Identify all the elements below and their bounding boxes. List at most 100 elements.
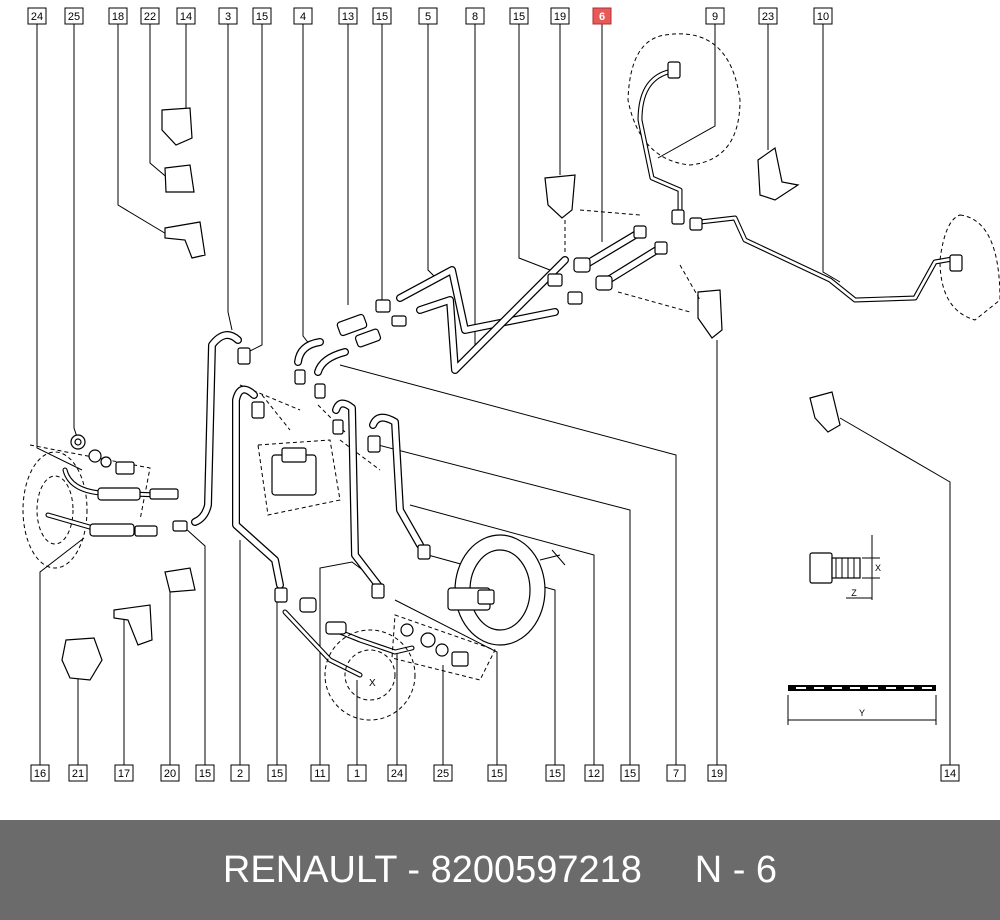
callout-number: 15: [491, 768, 503, 780]
callout-top-9: 15: [372, 7, 392, 25]
callout-number: 7: [673, 768, 679, 780]
fitting-dimension-detail: X Z: [809, 535, 881, 600]
clip-14-right: [809, 391, 841, 433]
callout-number: 2: [237, 768, 243, 780]
callout-bottom-1: 21: [68, 764, 88, 782]
callout-number: 16: [34, 768, 46, 780]
part-number: 8200597218: [430, 849, 642, 891]
callout-number: 24: [391, 768, 403, 780]
dim-x-detail: X: [875, 563, 881, 573]
leader-lines: [36, 24, 841, 471]
callout-top-7: 4: [293, 7, 313, 25]
callout-number: 18: [112, 11, 124, 23]
callout-number: 8: [472, 11, 478, 23]
callout-number: 21: [72, 768, 84, 780]
callout-number: 11: [314, 768, 325, 780]
left-wheel-assembly: [22, 434, 188, 569]
callout-number: 15: [549, 768, 561, 780]
callout-top-15: 9: [705, 7, 725, 25]
callout-top-11: 8: [465, 7, 485, 25]
callout-bottom-13: 12: [584, 764, 604, 782]
callout-number: 12: [588, 768, 600, 780]
callout-number: 20: [164, 768, 176, 780]
callout-top-0: 24: [27, 7, 47, 25]
right-rear-assembly: [627, 33, 1000, 321]
callout-number: 19: [711, 768, 723, 780]
rear-drum-assembly: [447, 534, 566, 646]
callout-top-2: 18: [108, 7, 128, 25]
callout-bottom-15: 7: [666, 764, 686, 782]
callout-top-17: 10: [813, 7, 833, 25]
callout-number: 15: [624, 768, 636, 780]
callout-bottom-14: 15: [620, 764, 640, 782]
callout-bottom-0: 16: [30, 764, 50, 782]
callout-bottom-17: 14: [940, 764, 960, 782]
callout-bottom-4: 15: [195, 764, 215, 782]
callout-number: 19: [554, 11, 566, 23]
callout-bottom-2: 17: [114, 764, 134, 782]
front-flex-hose-assembly: [282, 597, 496, 721]
callout-top-14: 6: [592, 7, 612, 25]
callout-top-8: 13: [338, 7, 358, 25]
dim-y-label: Y: [859, 708, 865, 718]
callout-number: 6: [599, 11, 605, 23]
brake-pipe-diagram: X Z Y X 24 25 18 22 14 3 15 4 13 15 5 8 15 19 6 9 23 10 1…: [22, 7, 1000, 782]
callout-bottom-9: 24: [387, 764, 407, 782]
callout-number: 10: [817, 11, 829, 23]
callout-top-6: 15: [252, 7, 272, 25]
callout-number: 3: [225, 11, 231, 23]
callout-bottom-5: 2: [230, 764, 250, 782]
callout-number: 14: [944, 768, 956, 780]
footer-separator: -: [396, 849, 431, 891]
callout-top-4: 14: [176, 7, 196, 25]
callout-bottom-10: 25: [433, 764, 453, 782]
callout-top-16: 23: [758, 7, 778, 25]
footer-bar: RENAULT - 8200597218 N - 6: [0, 820, 1000, 920]
part-6-pipe-pair: [573, 225, 668, 291]
callout-number: 15: [199, 768, 211, 780]
callout-bottom-7: 11: [310, 764, 330, 782]
brand-name: RENAULT: [222, 849, 397, 891]
dim-z-detail: Z: [851, 588, 857, 598]
callout-number: 17: [118, 768, 130, 780]
callout-bottom-12: 15: [545, 764, 565, 782]
footer-text: RENAULT - 8200597218 N - 6: [0, 820, 1000, 920]
callout-top-3: 22: [140, 7, 160, 25]
callout-bottom-11: 15: [487, 764, 507, 782]
position-label: N - 6: [694, 849, 778, 891]
callout-bottom-3: 20: [160, 764, 180, 782]
valve-block: [239, 384, 381, 516]
callout-number: 15: [256, 11, 268, 23]
callout-number: 24: [31, 11, 43, 23]
callout-bottom-8: 1: [347, 764, 367, 782]
callout-number: 4: [300, 11, 306, 23]
callout-number: 1: [354, 768, 360, 780]
callout-number: 15: [271, 768, 283, 780]
dim-x-wheel: X: [369, 678, 376, 689]
callout-top-12: 15: [509, 7, 529, 25]
callout-bottom-6: 15: [267, 764, 287, 782]
clip-parts-left: [61, 107, 206, 681]
callout-top-5: 3: [218, 7, 238, 25]
callout-number: 23: [762, 11, 774, 23]
brackets-19: [544, 174, 723, 339]
callout-number: 25: [437, 768, 449, 780]
callout-number: 22: [144, 11, 156, 23]
labels-top: 24 25 18 22 14 3 15 4 13 15 5 8 15 19 6 9 23 10: [27, 7, 833, 25]
callout-top-10: 5: [418, 7, 438, 25]
callout-top-1: 25: [64, 7, 84, 25]
callout-top-13: 19: [550, 7, 570, 25]
callout-number: 9: [712, 11, 718, 23]
footer-gap: [642, 849, 695, 891]
callout-bottom-16: 19: [707, 764, 727, 782]
callout-number: 15: [376, 11, 388, 23]
callout-number: 14: [180, 11, 192, 23]
scale-bar-y: Y: [787, 685, 937, 725]
callout-number: 25: [68, 11, 80, 23]
callout-number: 15: [513, 11, 525, 23]
fittings: [237, 273, 583, 603]
callout-number: 13: [342, 11, 354, 23]
brake-pipes-center: [191, 256, 569, 589]
callout-number: 5: [425, 11, 431, 23]
